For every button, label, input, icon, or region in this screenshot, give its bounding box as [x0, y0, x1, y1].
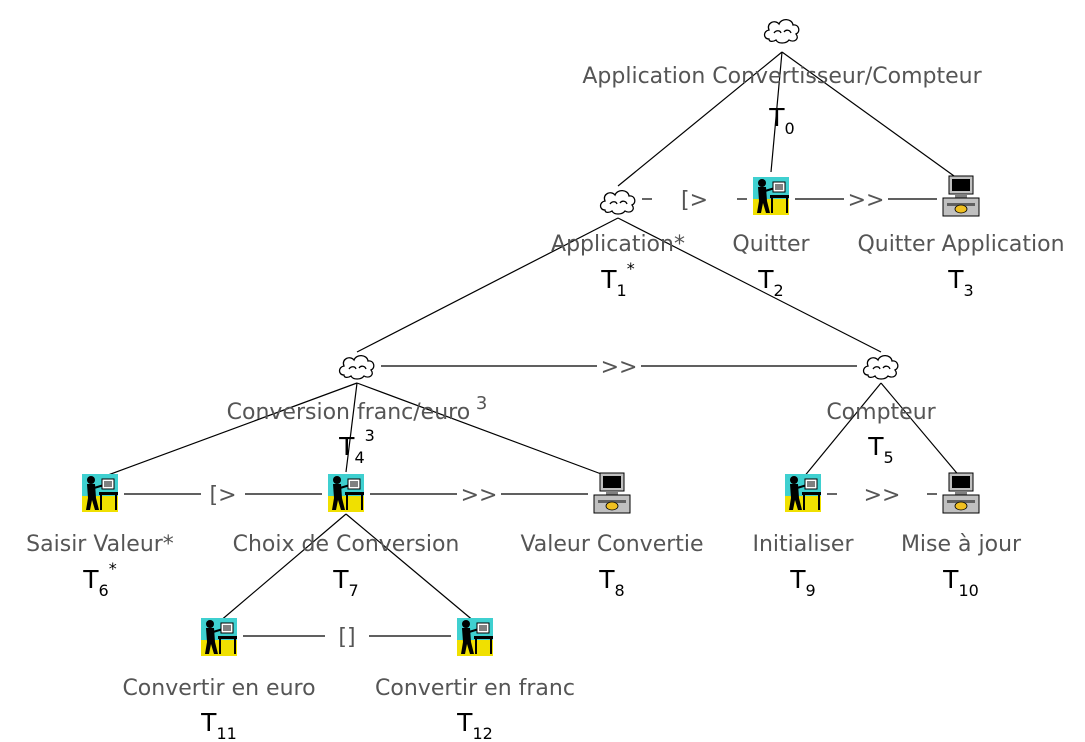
computer-icon [942, 472, 980, 514]
task-label: Convertir en franc [375, 676, 575, 701]
task-id: T9 [789, 565, 815, 600]
task-id: T1* [600, 259, 634, 300]
operator-symbol: >> [461, 483, 498, 508]
edge-t4-t6 [99, 382, 358, 479]
task-id: T0 [768, 103, 794, 138]
operator-symbol: >> [601, 355, 638, 380]
task-id: T7 [332, 565, 358, 600]
task-id: T2 [757, 265, 783, 300]
user-icon [785, 474, 821, 512]
task-label: Convertir en euro [122, 676, 315, 701]
task-label: Application Convertisseur/Compteur [582, 64, 982, 89]
edges-layer [99, 51, 962, 623]
user-icon [753, 177, 789, 215]
operator-t1-t2: [> [642, 188, 747, 213]
task-label: Saisir Valeur* [26, 532, 174, 557]
task-id: T6* [82, 559, 116, 600]
operator-t4-t5: >> [381, 355, 857, 380]
operator-t2-t3: >> [795, 188, 937, 213]
operator-symbol: [> [209, 483, 236, 508]
operator-t7-t8: >> [370, 483, 588, 508]
task-label: Choix de Conversion [233, 532, 460, 557]
edge-t0-t2 [770, 51, 783, 173]
edge-t1-t5 [617, 217, 882, 353]
task-label: Mise à jour [901, 532, 1022, 557]
user-icon [82, 474, 118, 512]
task-node-t6: Saisir Valeur*T6* [26, 474, 174, 600]
task-label: Initialiser [752, 532, 854, 557]
operator-symbol: >> [848, 188, 885, 213]
operator-t11-t12: [] [243, 625, 451, 650]
operator-symbol: >> [864, 483, 901, 508]
edge-t7-t11 [218, 513, 347, 623]
edge-t0-t3 [781, 51, 962, 182]
operator-symbol: [> [681, 188, 708, 213]
task-node-t1: Application*T1* [551, 189, 685, 300]
operators-layer: [> >> >> [> >> >> [] [124, 188, 937, 650]
task-label: Compteur [826, 400, 936, 425]
cloud-icon [763, 18, 800, 44]
task-label: Application* [551, 232, 685, 257]
task-label: Valeur Convertie [520, 532, 703, 557]
user-icon [201, 618, 237, 656]
cloud-icon [599, 189, 636, 215]
task-id: T5 [867, 432, 893, 467]
edge-t4-t8 [356, 382, 613, 479]
task-label: Quitter Application [857, 232, 1064, 257]
edge-t7-t12 [345, 513, 476, 623]
edge-t1-t4 [356, 217, 619, 353]
cloud-icon [862, 354, 899, 380]
edge-t5-t9 [802, 382, 882, 479]
computer-icon [942, 175, 980, 217]
task-id: T43 [338, 426, 375, 467]
task-label: Conversion franc/euro 3 [227, 393, 488, 425]
user-icon [328, 474, 364, 512]
task-id: T11 [200, 708, 237, 742]
user-icon [457, 618, 493, 656]
operator-t6-t7: [> [124, 483, 322, 508]
nodes-layer: Application Convertisseur/CompteurT0Appl… [26, 18, 1065, 742]
task-label: Quitter [732, 232, 810, 257]
computer-icon [593, 472, 631, 514]
edge-t4-t7 [345, 382, 358, 473]
task-id: T12 [456, 708, 493, 742]
operator-symbol: [] [338, 625, 355, 650]
edge-t0-t1 [617, 51, 783, 187]
task-id: T8 [598, 565, 624, 600]
task-id: T10 [942, 565, 979, 600]
cloud-icon [338, 354, 375, 380]
edge-t5-t10 [880, 382, 962, 479]
task-id: T3 [947, 265, 973, 300]
operator-t9-t10: >> [827, 483, 937, 508]
